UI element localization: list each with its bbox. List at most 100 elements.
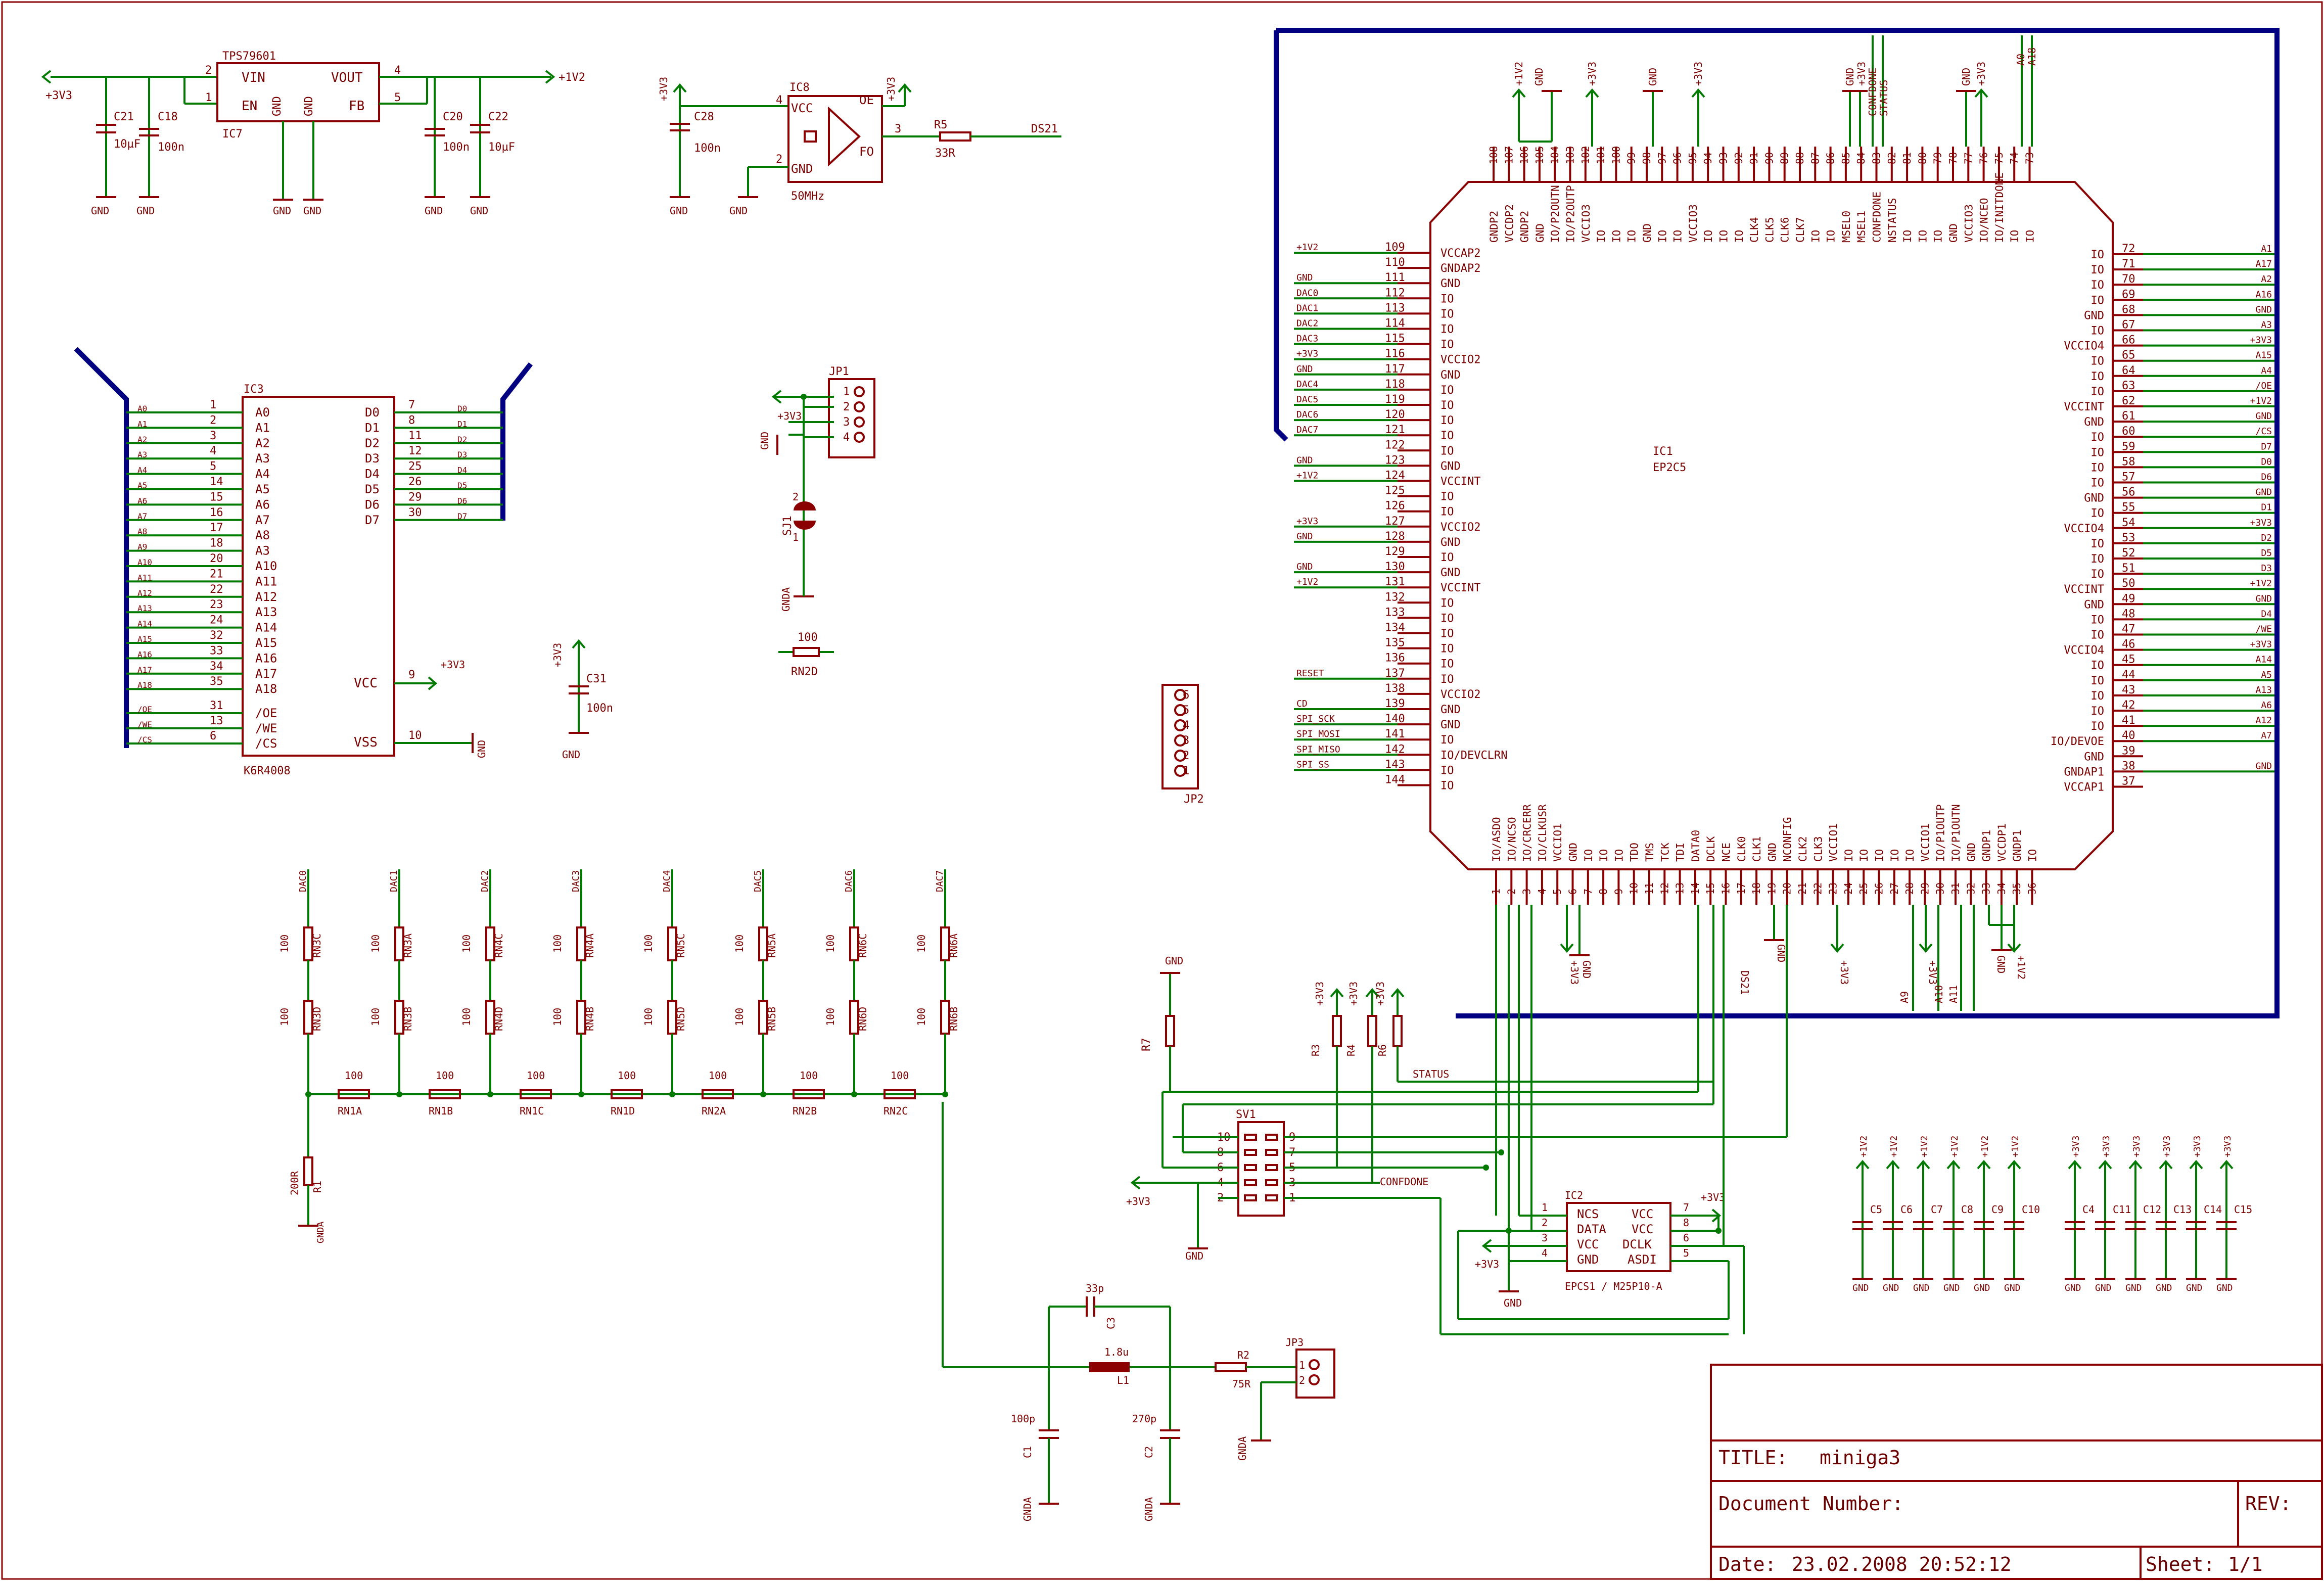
ic1-pin-label: IO bbox=[1440, 673, 1454, 686]
ic3-pin-label: D0 bbox=[365, 405, 380, 420]
ic1-pin-num: 127 bbox=[1385, 515, 1405, 528]
dac-top-value: 100 bbox=[369, 935, 382, 953]
ic1-right-net: A14 bbox=[2255, 655, 2272, 665]
ic1-right-pins: 72IO71IO70IO69IO68GND67IO66VCCIO465IO64I… bbox=[2051, 243, 2143, 794]
decap-gnd: GND bbox=[2125, 1283, 2142, 1293]
ic1-pin-num: 134 bbox=[1385, 622, 1405, 634]
c28-value: 100n bbox=[694, 142, 721, 155]
ic1-pin-label: GND bbox=[1440, 277, 1461, 290]
decap-rail: +3V3 bbox=[2192, 1136, 2203, 1157]
ic1-pin-label: VCCIO2 bbox=[1440, 354, 1480, 366]
jp2-ref: JP2 bbox=[1184, 793, 1204, 806]
ic1-pin-label: IO bbox=[1656, 230, 1668, 243]
r2-value: 75R bbox=[1232, 1378, 1251, 1390]
ic1-pin-label: IO bbox=[1440, 612, 1454, 625]
ic3-net-label: A18 bbox=[137, 680, 152, 690]
gnd-label: GND bbox=[303, 205, 321, 217]
ic2-pin-num: 4 bbox=[1542, 1247, 1548, 1259]
ic1-pin-label: VCCINT bbox=[1440, 582, 1480, 594]
ic1-pin-label: CLK0 bbox=[1736, 836, 1748, 862]
ic1-pin-label: CLK6 bbox=[1779, 217, 1791, 243]
ic1-pin-label: IO bbox=[1889, 849, 1901, 862]
ic3-net-label: A12 bbox=[137, 588, 152, 598]
ic1-left-net: +1V2 bbox=[1296, 471, 1318, 481]
dac-ladder: DAC0RN3C100RN3D100DAC1RN3A100RN3B100DAC2… bbox=[278, 869, 960, 1243]
ic1-bottom-pins: 1IO/ASDO2IO/NCSO3IO/CRCERR4IO/CLKUSR5VCC… bbox=[1490, 804, 2039, 905]
decap-ref: C13 bbox=[2173, 1203, 2192, 1216]
ic8-oe: OE bbox=[859, 93, 874, 107]
r5-value: 33R bbox=[935, 147, 955, 160]
bottom-net: GND bbox=[1995, 955, 2007, 973]
ic3-gnd-rail: GND bbox=[476, 740, 488, 758]
decap-gnd: GND bbox=[2216, 1283, 2233, 1293]
gnd-label: GND bbox=[136, 205, 155, 217]
date-label: Date: bbox=[1718, 1553, 1776, 1575]
ic3-pin-num: 31 bbox=[210, 700, 223, 712]
sheet-label: Sheet: bbox=[2146, 1553, 2215, 1575]
dac-top-value: 100 bbox=[915, 935, 927, 953]
bottom-net: DS21 bbox=[1739, 970, 1751, 995]
decap-ref: C14 bbox=[2204, 1203, 2222, 1216]
ic1-pin-num: 75 bbox=[1993, 152, 2005, 164]
ic1-right-net: +3V3 bbox=[2250, 335, 2272, 346]
top-net: +1V2 bbox=[1513, 62, 1525, 86]
ic1-pin-num: 137 bbox=[1385, 667, 1405, 680]
ic1-pin-label: IO bbox=[1733, 230, 1745, 243]
ic1-bottom-nets: +3V3 GND DS21 GND +3V3 A9 +3V3 A10 A11 G… bbox=[1560, 905, 2027, 1011]
dac-mid-value: 100 bbox=[824, 1008, 836, 1026]
dac-mid-value: 100 bbox=[369, 1008, 382, 1026]
sheet-value: 1/1 bbox=[2228, 1553, 2263, 1575]
ic3-pin-num: 33 bbox=[210, 644, 223, 657]
c1-value: 100p bbox=[1011, 1413, 1035, 1425]
ic1-pin-num: 116 bbox=[1385, 348, 1405, 360]
ic1-pin-num: 21 bbox=[1796, 882, 1808, 895]
ic1-pin-label: IO bbox=[1440, 384, 1454, 397]
ic1-pin-num: 142 bbox=[1385, 743, 1405, 756]
ic1-pin-num: 89 bbox=[1779, 152, 1791, 164]
ic1-left-net: SPI_SS bbox=[1296, 759, 1329, 770]
dac-top-ref: RN3C bbox=[311, 934, 323, 958]
ic1-left-net: GND bbox=[1296, 364, 1313, 375]
ic3-pin-label: D7 bbox=[365, 513, 380, 527]
ic1-pin-num: 120 bbox=[1385, 408, 1405, 421]
ic1-pin-num: 79 bbox=[1932, 152, 1944, 164]
decap-rail: +1V2 bbox=[1858, 1136, 1869, 1157]
ic7-pin-en: EN bbox=[242, 99, 257, 114]
ic1-pin-num: 53 bbox=[2122, 532, 2135, 544]
jp1-body bbox=[828, 378, 875, 458]
dac-net: DAC5 bbox=[753, 870, 763, 892]
dac-horiz-ref: RN2A bbox=[702, 1105, 726, 1117]
ic1-pin-label: IO bbox=[1858, 849, 1870, 862]
ic1-pin-num: 141 bbox=[1385, 728, 1405, 740]
top-net: GND bbox=[1533, 68, 1545, 86]
ic2-pin-dclk: DCLK bbox=[1622, 1237, 1652, 1251]
top-net: +3V3 bbox=[1692, 62, 1704, 86]
ic1-right-net: D3 bbox=[2261, 563, 2272, 574]
ic1-left-net: GND bbox=[1296, 272, 1313, 283]
dac-top-value: 100 bbox=[460, 935, 473, 953]
ic1-pin-num: 76 bbox=[1978, 152, 1990, 164]
ic2-pin-ncs: NCS bbox=[1577, 1207, 1599, 1221]
ic1-part: EP2C5 bbox=[1653, 461, 1686, 474]
ic3-net-label: D5 bbox=[457, 481, 467, 490]
ic3-pin-num: 17 bbox=[210, 522, 223, 534]
dac-horiz-value: 100 bbox=[891, 1070, 909, 1082]
ic1-right-net: A6 bbox=[2261, 700, 2272, 711]
ic3-pin-label: D3 bbox=[365, 451, 380, 466]
ic1-pin-label: IO bbox=[1440, 628, 1454, 640]
confdone-net: CONFDONE bbox=[1380, 1176, 1428, 1188]
gnd-label: GND bbox=[470, 205, 488, 217]
decap-ref: C12 bbox=[2143, 1203, 2161, 1216]
decap-gnd: GND bbox=[2065, 1283, 2081, 1293]
ic3-pin-label: A5 bbox=[255, 482, 270, 496]
ic8-buffer-symbol bbox=[828, 106, 861, 167]
ic1-pin-num: 69 bbox=[2122, 288, 2135, 301]
ic3-net-label: D4 bbox=[457, 466, 467, 475]
ic1-pin-label: CONFDONE bbox=[1871, 192, 1883, 243]
jp1-ref: JP1 bbox=[829, 365, 849, 378]
ic8-vcc: VCC bbox=[791, 101, 813, 115]
ic1-pin-num: 48 bbox=[2122, 608, 2135, 620]
ic1-pin-num: 110 bbox=[1385, 256, 1405, 269]
l1-value: 1.8u bbox=[1104, 1346, 1129, 1358]
